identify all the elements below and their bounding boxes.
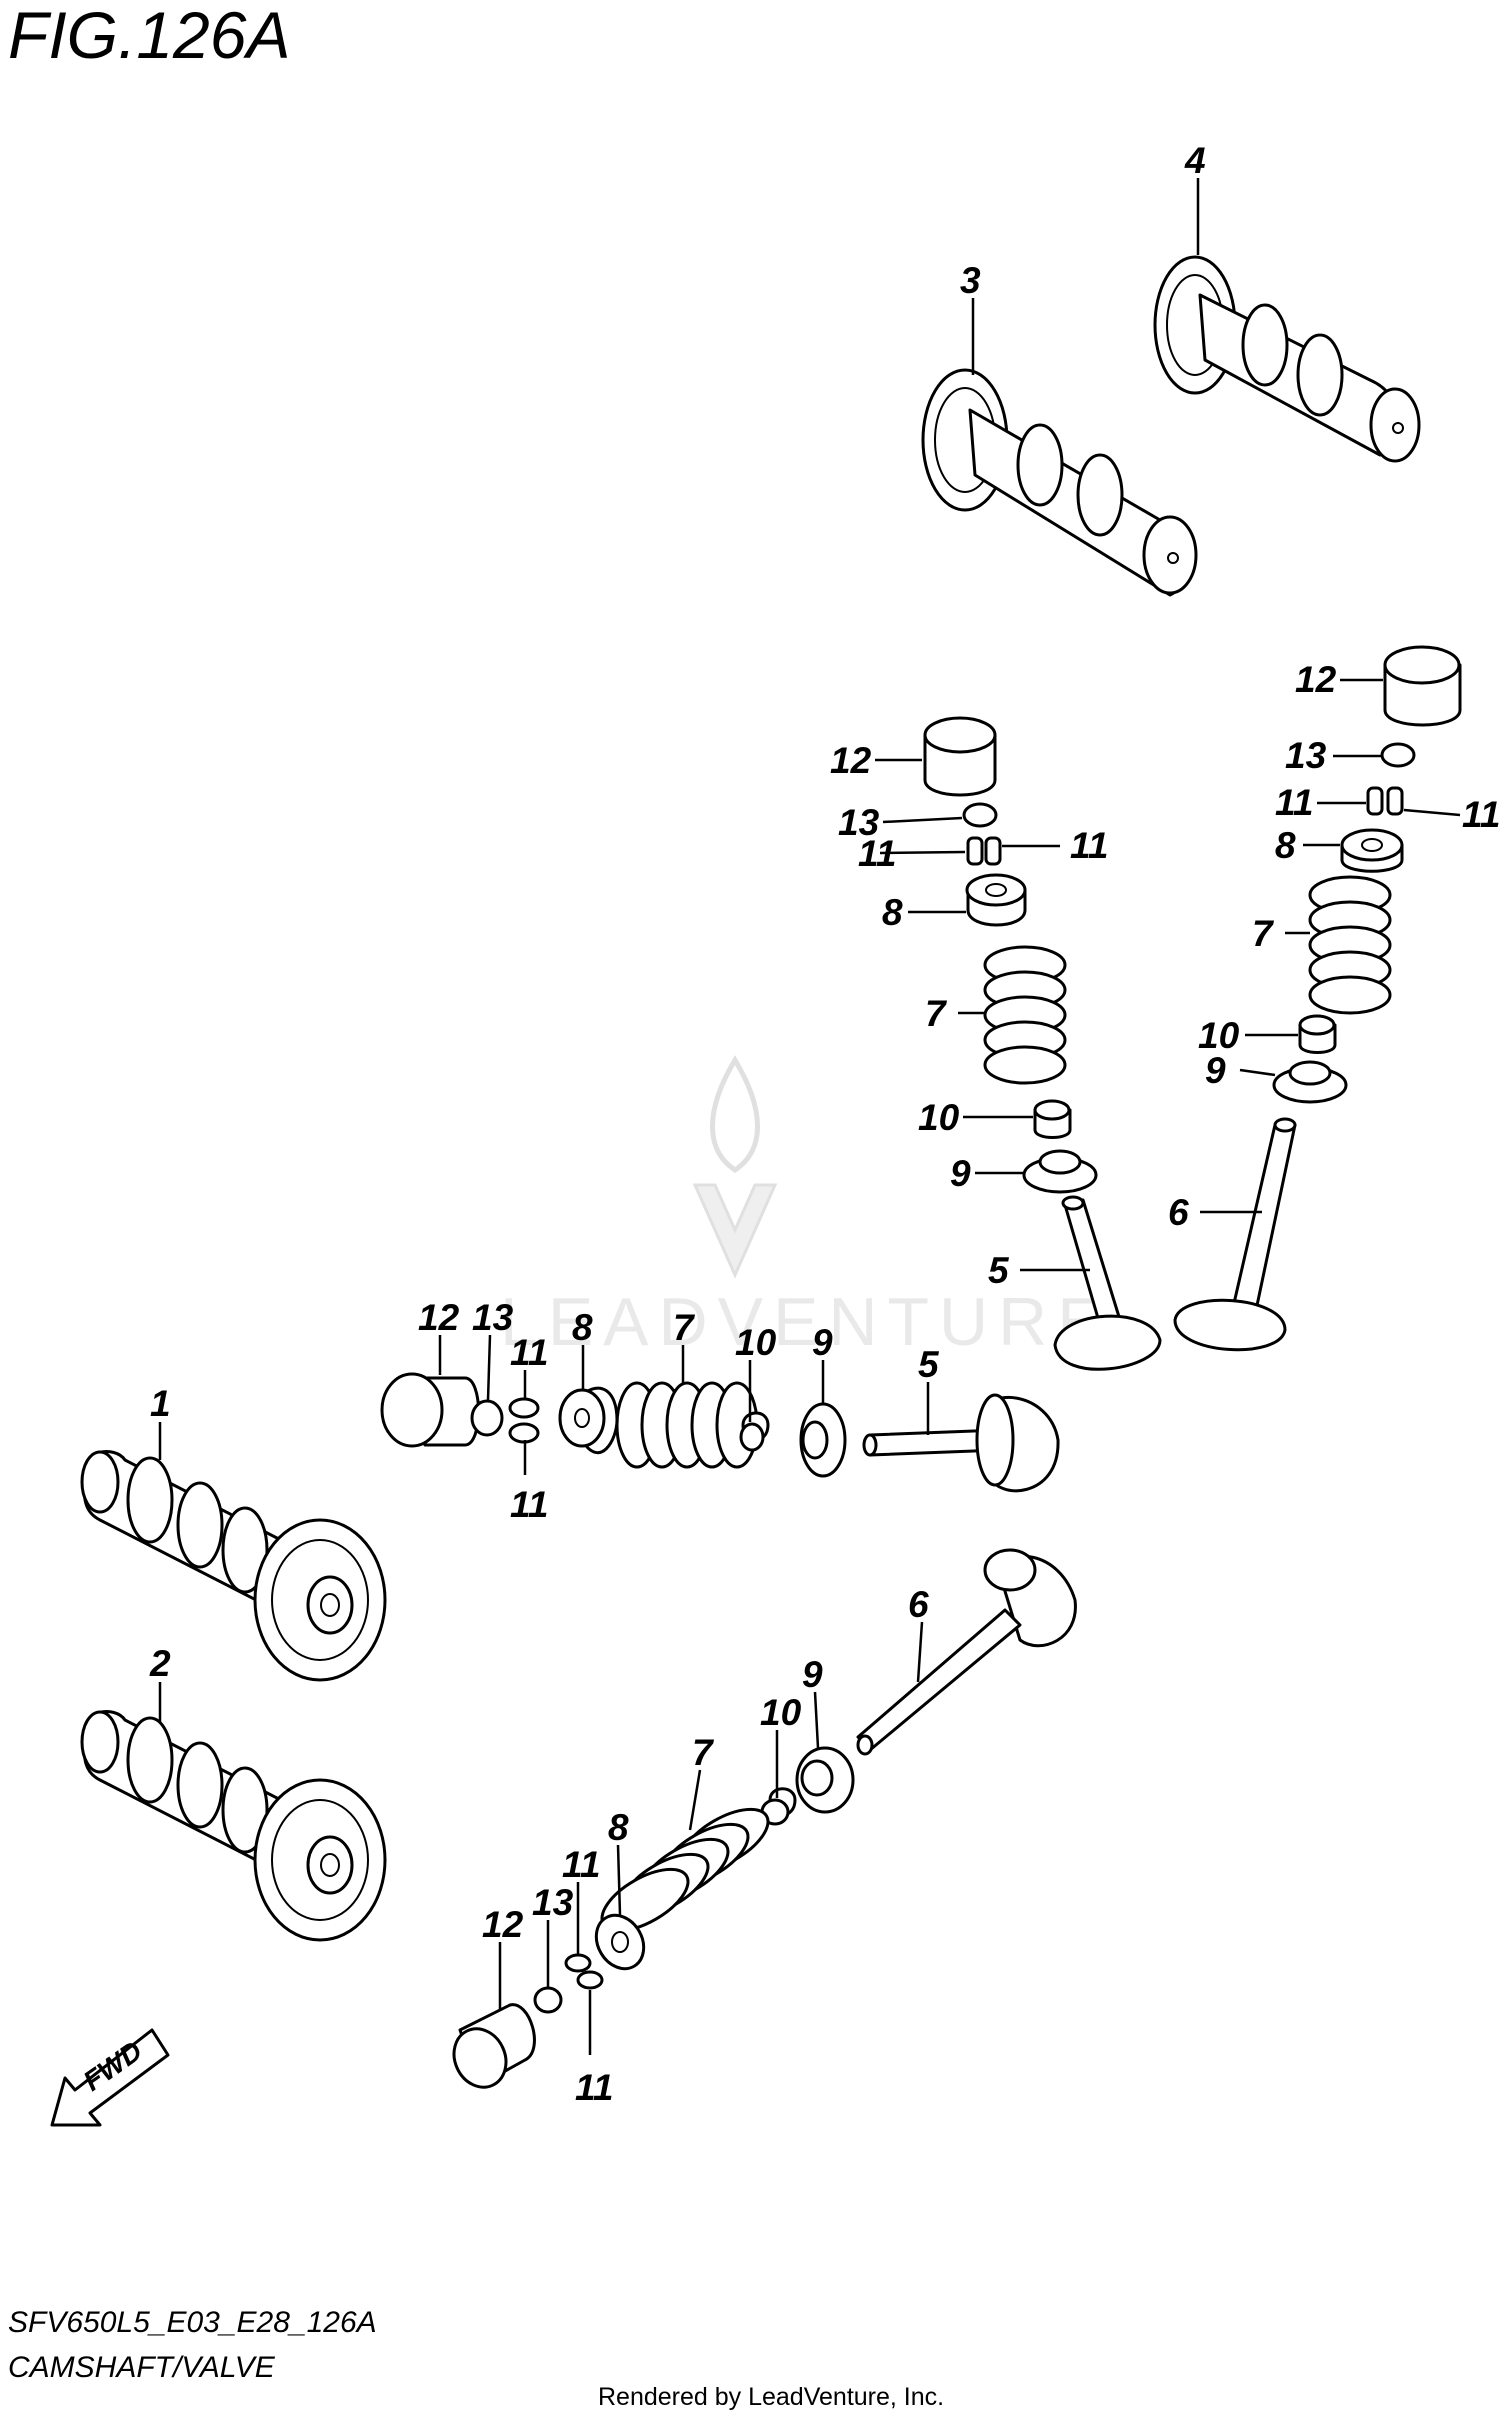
callout-9-c: 9 (812, 1322, 833, 1363)
callout-6-b: 6 (1168, 1192, 1189, 1233)
valve-group-b (1173, 645, 1462, 1352)
leader-9-b (1239, 1068, 1276, 1077)
callout-4-top: 4 (1184, 140, 1206, 181)
callout-11-b2: 11 (1462, 794, 1500, 835)
model-code: SFV650L5_E03_E28_126A (8, 2306, 377, 2339)
leader-11-b2 (1403, 808, 1461, 817)
callout-8-c: 8 (572, 1307, 593, 1348)
callout-1: 1 (150, 1383, 171, 1424)
callout-13-a: 13 (838, 802, 880, 843)
callout-13-b: 13 (1285, 735, 1327, 776)
callout-12-c: 12 (418, 1297, 460, 1338)
callout-13-d: 13 (532, 1882, 574, 1923)
footer-credit: Rendered by LeadVenture, Inc. (598, 2383, 944, 2411)
callout-11-d2: 11 (575, 2067, 613, 2108)
camshaft-1 (80, 1450, 387, 1682)
valve-spring-a (983, 945, 1067, 1085)
valve-group-a (923, 716, 1162, 1371)
valve-spring-d (600, 1807, 770, 1933)
callout-12-a: 12 (830, 740, 872, 781)
callout-7-c: 7 (673, 1307, 696, 1348)
callout-10-a: 10 (918, 1097, 960, 1138)
camshaft-3 (921, 368, 1198, 597)
callout-7-d: 7 (692, 1732, 715, 1773)
callout-6-d: 6 (908, 1584, 929, 1625)
leader-8-d (616, 1844, 622, 1916)
valve-group-c (380, 1372, 1060, 1493)
valve-group-d (452, 1548, 1077, 2089)
callout-9-a: 9 (950, 1153, 971, 1194)
callout-10-b: 10 (1198, 1015, 1240, 1056)
callout-10-c: 10 (735, 1322, 777, 1363)
callout-12-b: 12 (1295, 659, 1337, 700)
callout-10-d: 10 (760, 1692, 802, 1733)
leader-11-a1 (879, 850, 966, 855)
callout-11-c2: 11 (510, 1484, 548, 1525)
leader-9-d (813, 1691, 820, 1749)
leader-13-c (486, 1334, 492, 1401)
callout-3-top: 3 (960, 260, 981, 301)
camshaft-4 (1153, 255, 1421, 463)
callout-7-a: 7 (925, 993, 948, 1034)
camshaft-2 (80, 1710, 387, 1942)
callout-2: 2 (149, 1643, 171, 1684)
figure-title: FIG.126A (8, 0, 290, 72)
leader-13-a (882, 816, 963, 824)
callout-9-d: 9 (802, 1654, 823, 1695)
leader-6-d (916, 1621, 924, 1683)
callout-11-d1: 11 (562, 1844, 600, 1885)
callout-5-a: 5 (988, 1250, 1010, 1291)
callout-8-d: 8 (608, 1807, 629, 1848)
watermark-logo: LEADVENTURE (500, 1055, 1113, 1360)
callout-11-c1: 11 (510, 1332, 548, 1373)
valve-spring-c (615, 1381, 759, 1469)
callout-11-b1: 11 (1275, 782, 1313, 823)
callout-7-b: 7 (1252, 913, 1275, 954)
diagram-caption: CAMSHAFT/VALVE (8, 2351, 276, 2384)
callout-9-b: 9 (1205, 1050, 1226, 1091)
callout-5-c: 5 (918, 1344, 940, 1385)
leader-7-d (688, 1769, 702, 1831)
callout-8-a: 8 (882, 892, 903, 933)
fwd-arrow-icon: FWD (50, 2028, 170, 2127)
callout-11-a1: 11 (858, 833, 896, 874)
callout-13-c: 13 (472, 1297, 514, 1338)
callout-12-d: 12 (482, 1904, 524, 1945)
watermark-text: LEADVENTURE (500, 1284, 1113, 1360)
valve-spring-b (1308, 875, 1392, 1015)
callout-8-b: 8 (1275, 825, 1296, 866)
callout-11-a2: 11 (1070, 825, 1108, 866)
